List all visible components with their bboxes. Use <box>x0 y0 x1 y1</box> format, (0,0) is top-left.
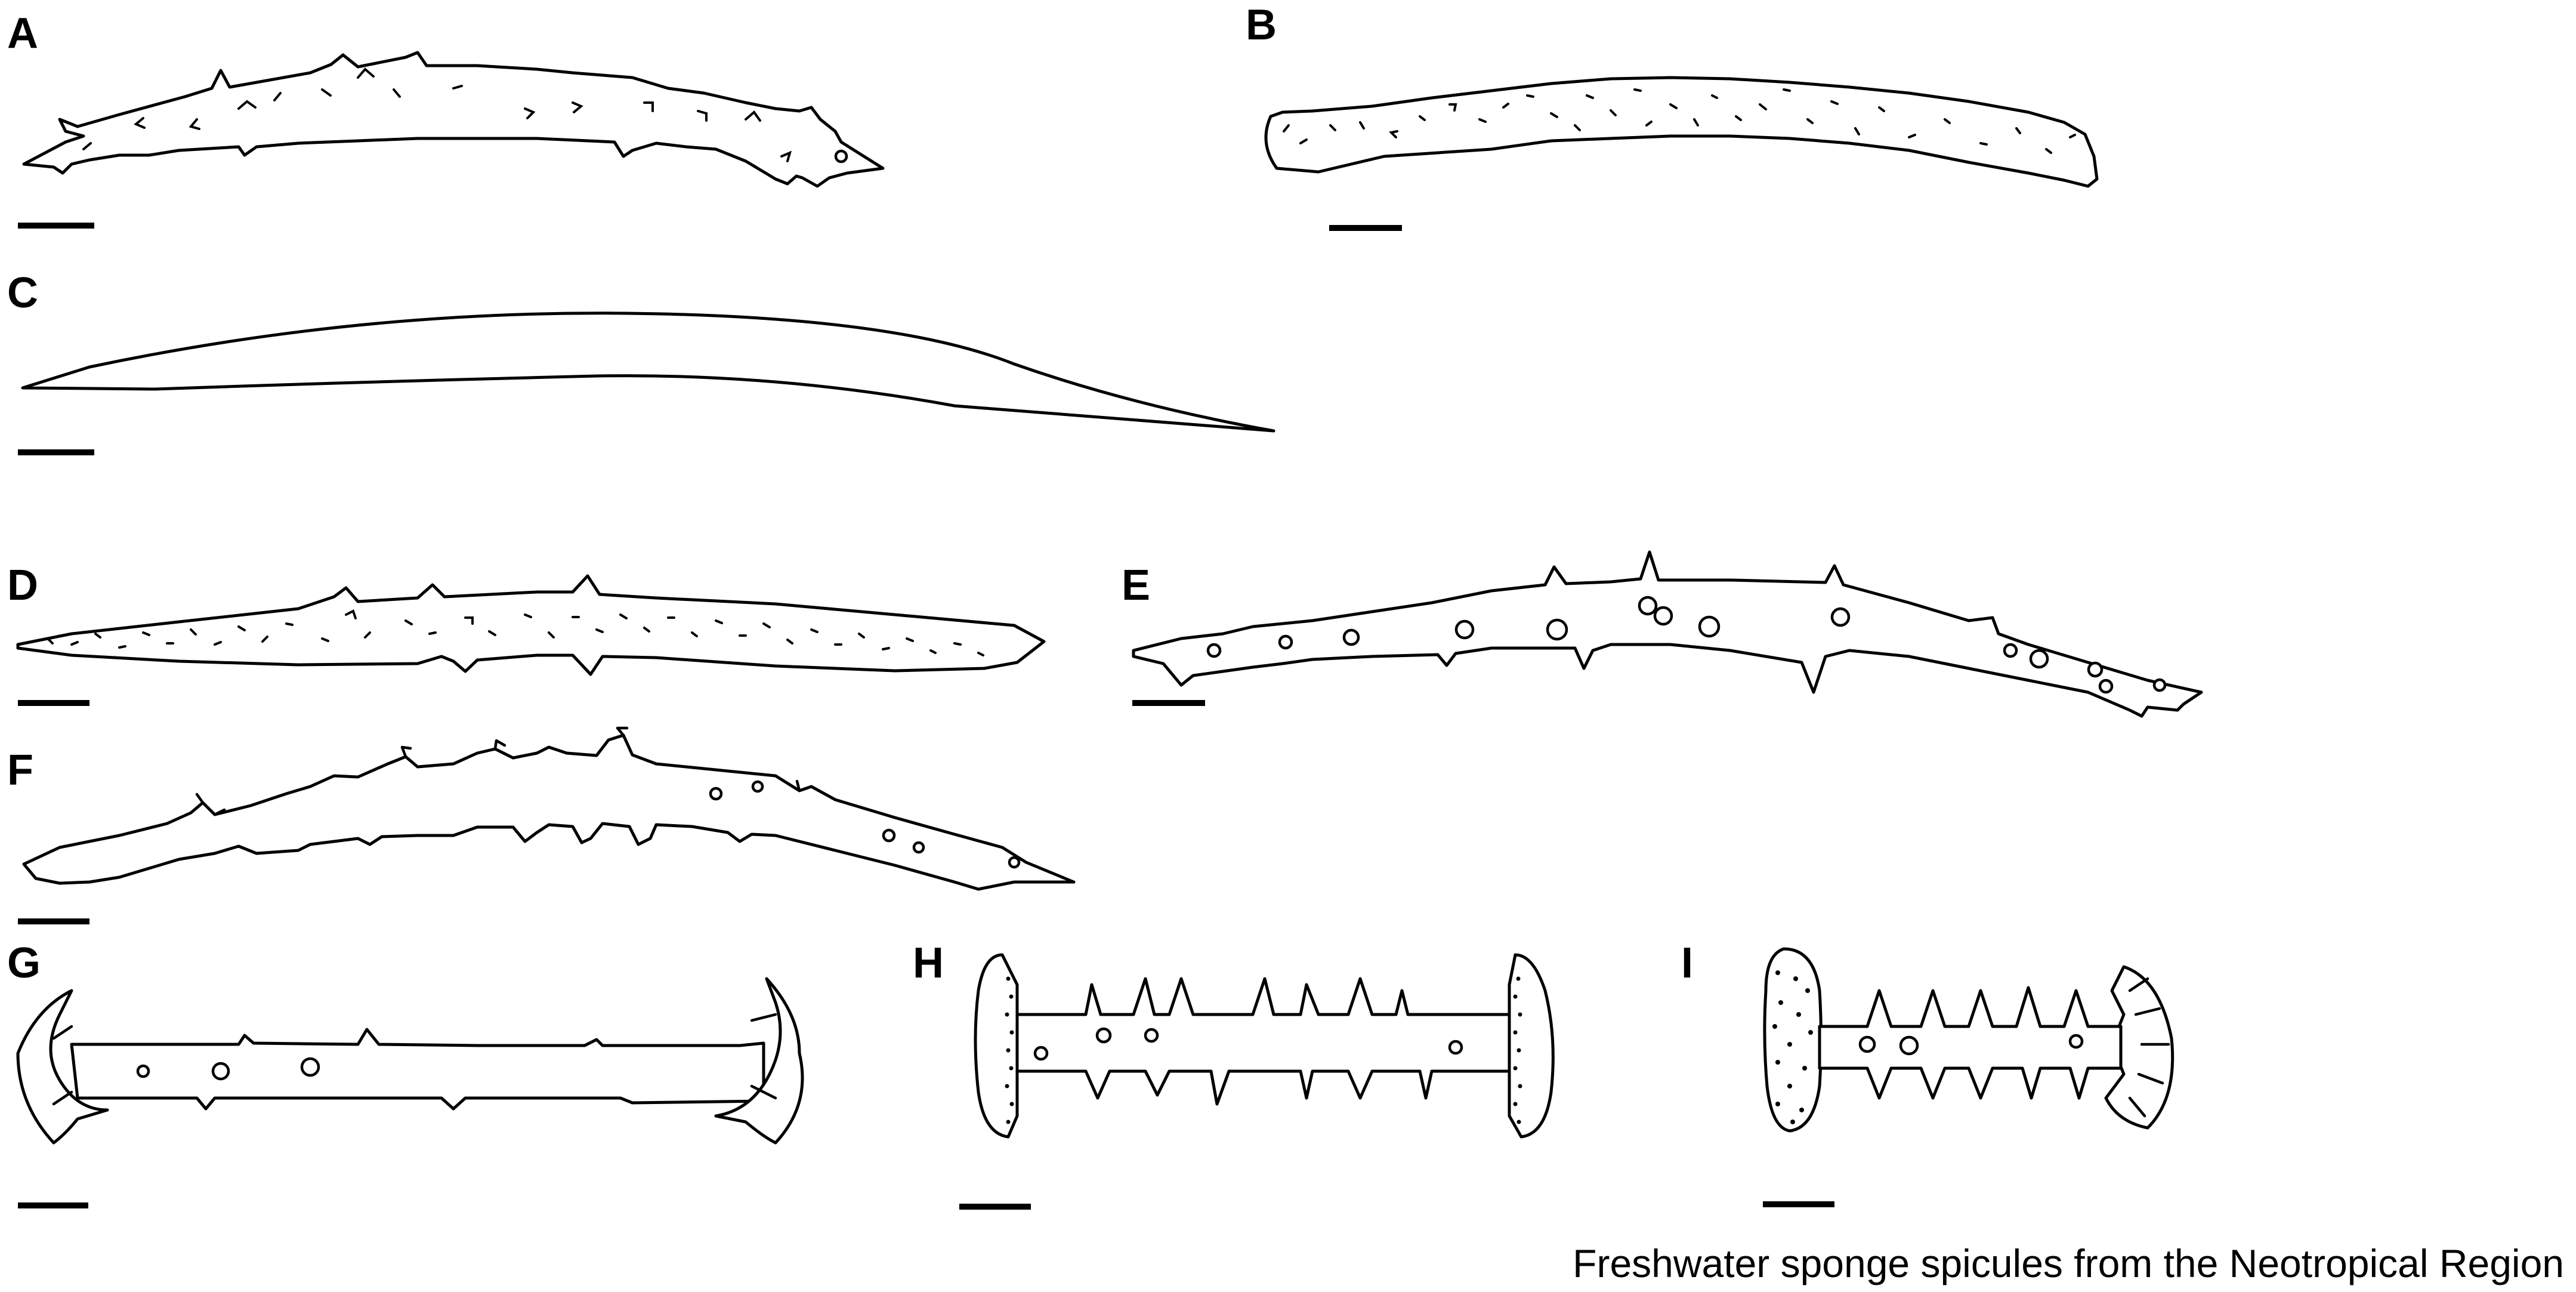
panel-g: G <box>7 939 804 1208</box>
spicule-g-hooks <box>52 1013 777 1106</box>
spicule-b-microspines <box>1283 88 2076 154</box>
spicule-g-rotule-left <box>16 989 109 1145</box>
panel-label-a: A <box>7 10 38 57</box>
spicule-c-outline <box>21 312 1275 433</box>
panel-f: F <box>7 726 1076 924</box>
panel-c: C <box>7 269 1275 455</box>
figure-caption: Freshwater sponge spicules from the Neot… <box>1573 1241 2564 1285</box>
spicule-i-rotule-left <box>1763 947 1823 1133</box>
panel-e: E <box>1122 550 2203 718</box>
panel-h: H <box>913 939 1555 1210</box>
spicule-i-shaft <box>1818 986 2123 1100</box>
panel-label-f: F <box>7 747 33 794</box>
spicule-h-shaft <box>1015 977 1511 1106</box>
spicule-d-microspines <box>47 609 984 656</box>
panel-label-c: C <box>7 269 38 317</box>
panel-label-d: D <box>7 562 38 609</box>
panel-label-i: I <box>1681 939 1693 987</box>
spicule-f-outline <box>22 733 1076 891</box>
spicule-h-rotule-left <box>974 953 1019 1139</box>
panel-i: I <box>1681 939 2175 1207</box>
panel-label-h: H <box>913 939 944 987</box>
spicule-i-rotule-right <box>2104 965 2175 1130</box>
spicule-i-pores <box>1858 1034 2084 1056</box>
spicule-a-outline <box>22 51 885 188</box>
spicule-i-rotule-rays <box>2128 977 2170 1118</box>
panel-b: B <box>1246 1 2099 231</box>
spicule-f-pores <box>709 780 1021 869</box>
spicule-b-outline <box>1264 76 2099 188</box>
spicule-g-shaft <box>70 1028 765 1111</box>
spicule-a-pore <box>834 149 848 164</box>
panel-label-g: G <box>7 939 41 987</box>
spicule-f-spines <box>195 726 801 816</box>
spicule-e-outline <box>1132 550 2203 718</box>
panel-a: A <box>7 10 885 229</box>
panel-label-e: E <box>1122 562 1150 609</box>
spicule-a-microspines <box>82 67 792 162</box>
panel-label-b: B <box>1246 1 1277 49</box>
spicule-d-outline <box>16 574 1046 676</box>
spicule-i-stipple <box>1772 970 1813 1124</box>
spicule-h-stipple <box>1005 976 1522 1124</box>
spicule-g-rotule-right <box>714 977 804 1145</box>
spicule-h-pores <box>1033 1027 1463 1061</box>
spicule-h-rotule-right <box>1508 953 1555 1139</box>
spicule-e-pores <box>1206 596 2167 694</box>
spicule-g-pores <box>136 1057 320 1081</box>
panel-d: D <box>7 562 1046 706</box>
